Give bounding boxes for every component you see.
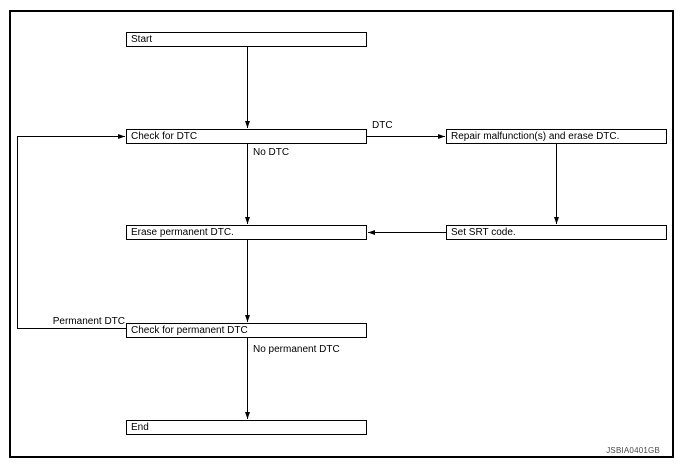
- edge-label-permanent-dtc: Permanent DTC: [42, 316, 125, 328]
- edge-label-dtc: DTC: [372, 120, 393, 132]
- node-repair-malfunctions: Repair malfunction(s) and erase DTC.: [446, 129, 667, 144]
- node-check-for-permanent-dtc: Check for permanent DTC: [126, 323, 367, 338]
- node-erase-permanent-dtc: Erase permanent DTC.: [126, 225, 367, 240]
- edge-label-no-dtc: No DTC: [253, 147, 290, 159]
- node-check-for-dtc: Check for DTC: [126, 129, 367, 144]
- node-set-srt-code: Set SRT code.: [446, 225, 667, 240]
- node-start: Start: [126, 32, 367, 47]
- edge-label-no-permanent-dtc: No permanent DTC: [253, 344, 340, 356]
- node-end: End: [126, 420, 367, 435]
- figure-code: JSBIA0401GB: [606, 446, 660, 455]
- connector-permanent-dtc-loop-to-check-dtc: [17, 134, 126, 329]
